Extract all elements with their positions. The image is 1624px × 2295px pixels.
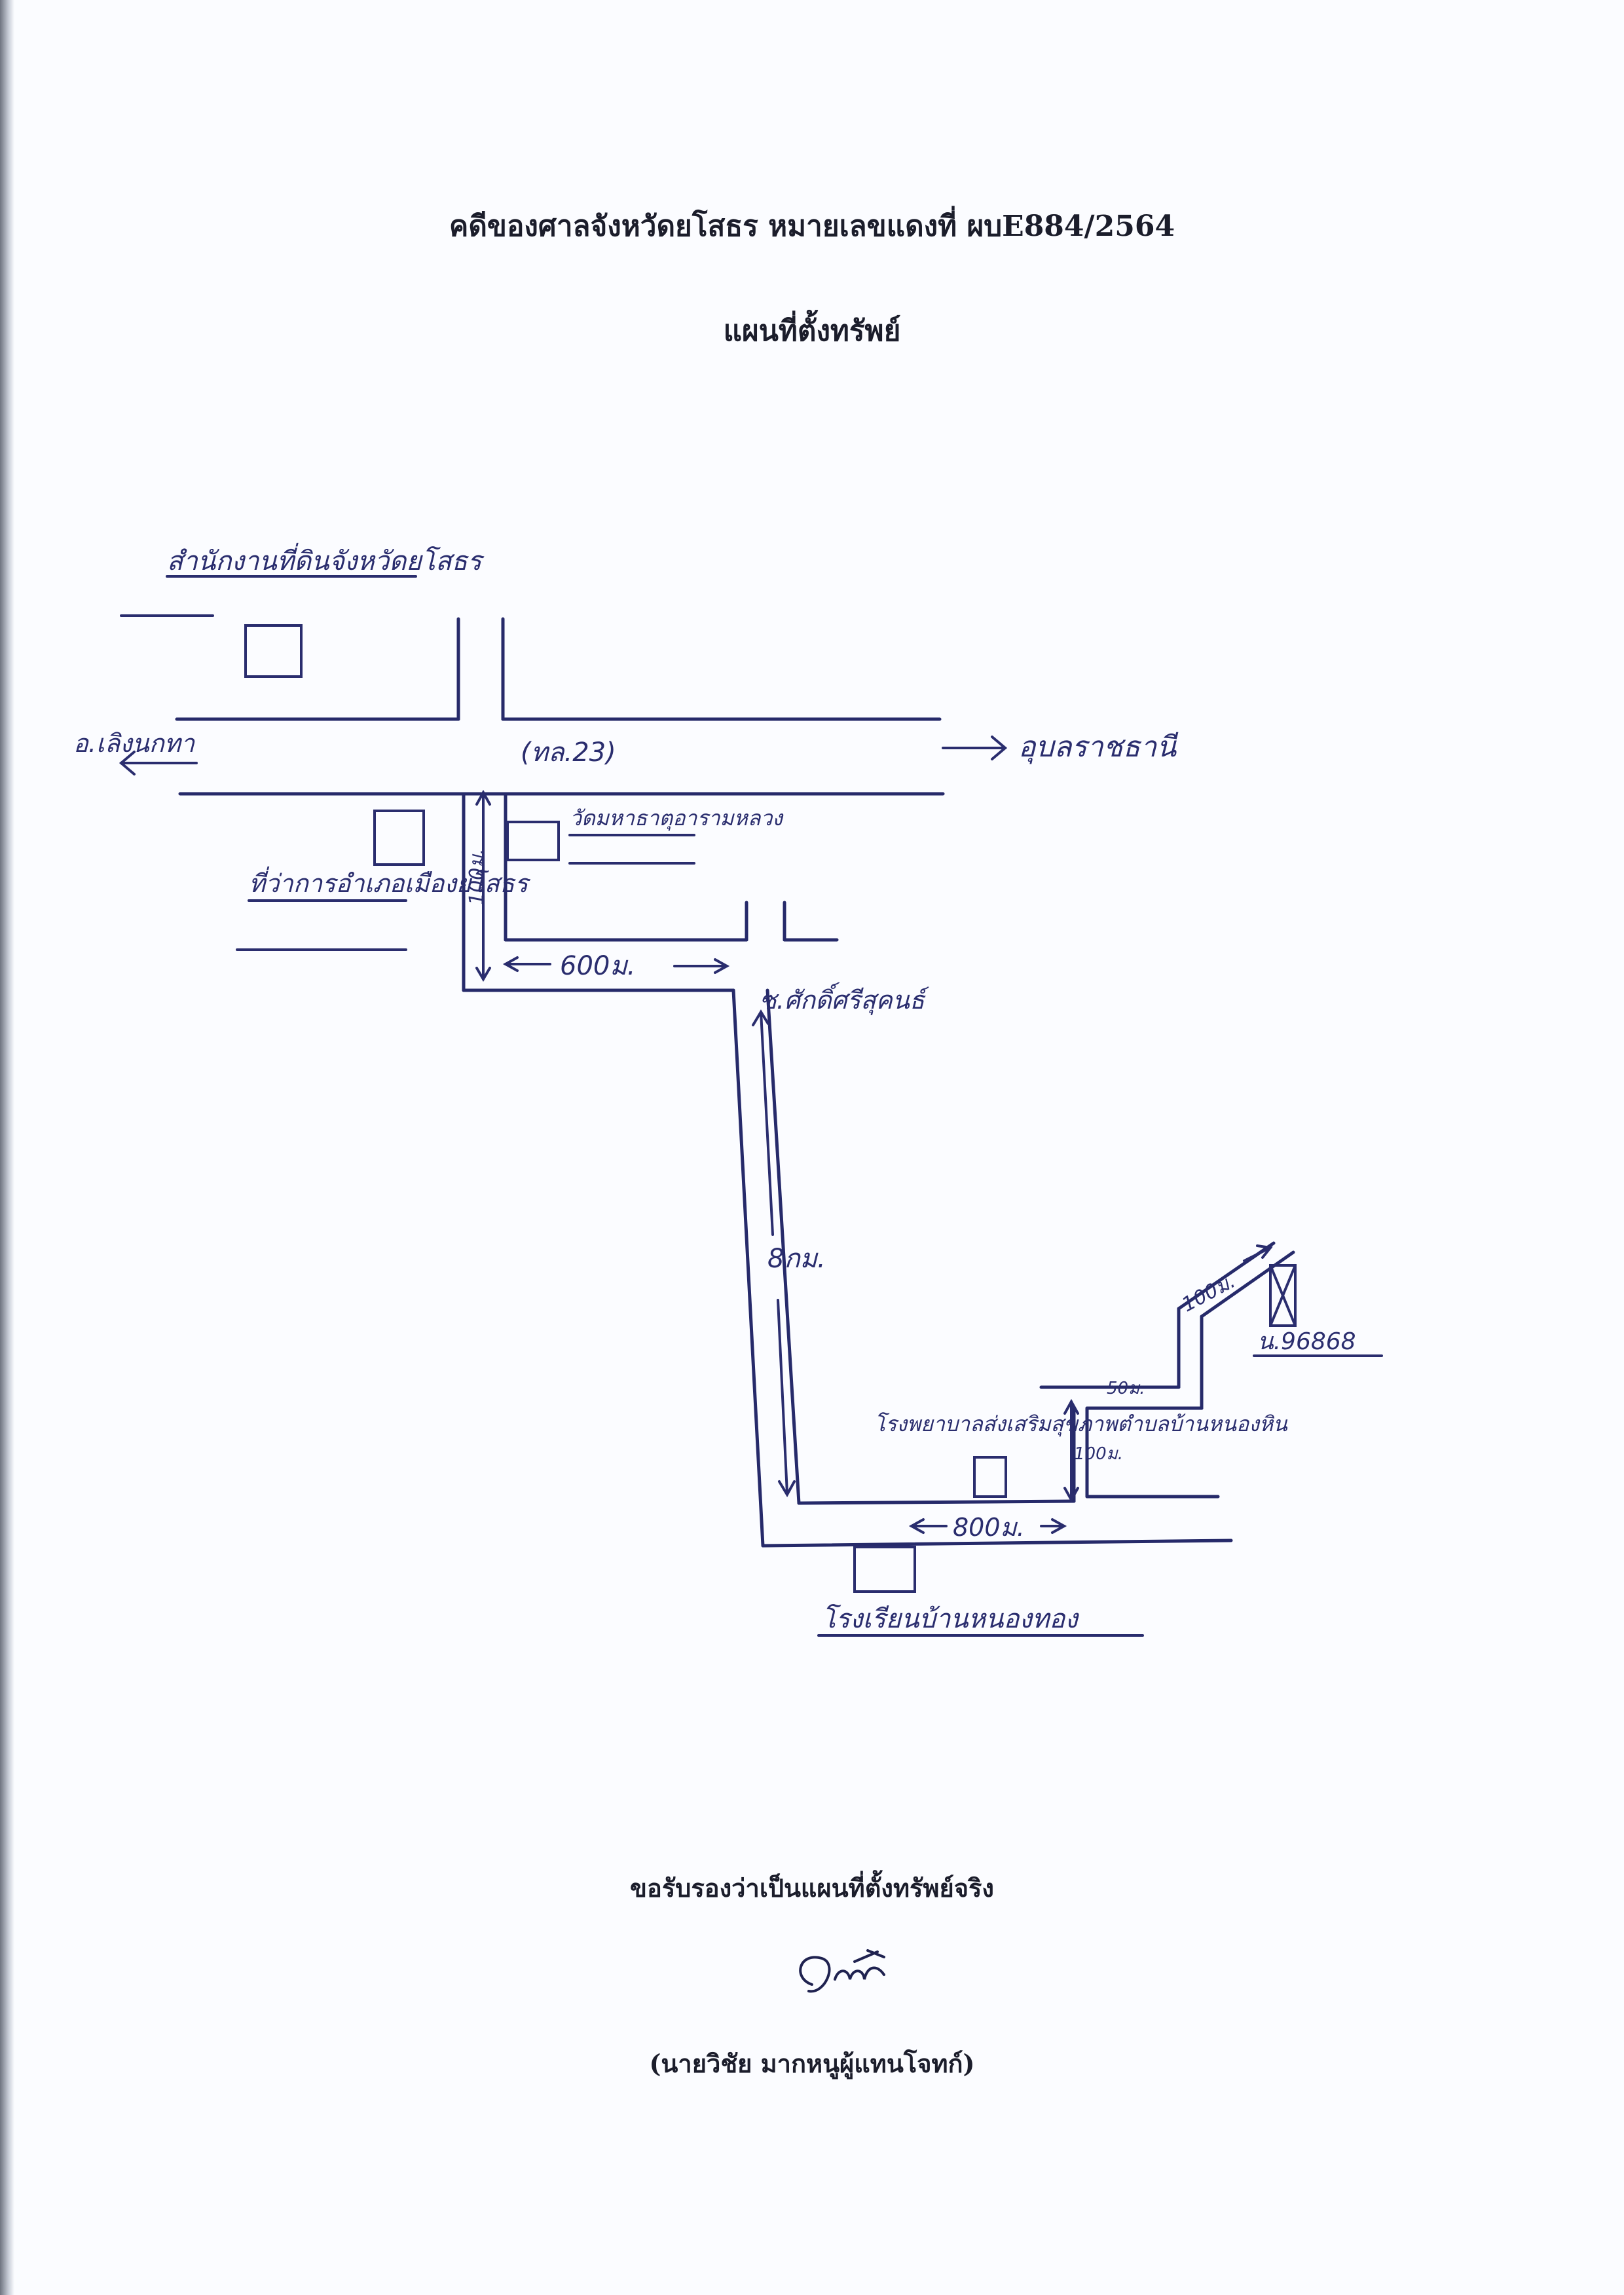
dim-100m-left-head-bottom [475,967,491,982]
map-title: แผนที่ตั้งทรัพย์ [723,314,901,348]
bottom-road-lower [761,1539,1233,1548]
school-building [853,1546,916,1593]
certification-text: ขอรับรองว่าเป็นแผนที่ตั้งทรัพย์จริง [630,1873,994,1903]
scan-edge [0,0,14,2295]
dim-100m-diag-head [1256,1244,1273,1259]
land-office-label: สำนักงานที่ดินจังหวัดยโสธร [167,542,485,576]
soi-road-right [766,988,801,1505]
temple-label: วัดมหาธาตุอารามหลวง [570,806,784,831]
dim-8km-head-top [752,1009,769,1026]
dim-100m-up-head-bottom [1063,1487,1079,1503]
property-marker [1269,1264,1297,1327]
dist-800m-label: 800ม. [953,1513,1025,1542]
dim-8km-top [760,1011,774,1236]
dist-100m-up-label: 100ม. [1074,1444,1123,1464]
land-office-building [244,624,303,678]
district-office-building [373,810,425,866]
to-west-label: อ.เลิงนกทา [73,729,196,758]
signature-mark [799,1949,885,1993]
dim-100m-diag [1243,1246,1272,1262]
district-office-label: ที่ว่าการอำเภอเมืองยโสธร [249,866,531,898]
dim-8km-head-bottom [778,1480,796,1498]
case-title: คดีของศาลจังหวัดยโสธร หมายเลขแดงที่ ผบE8… [449,210,1175,243]
dist-600m-label: 600ม. [560,951,635,981]
dim-100m-up-head-top [1063,1398,1079,1415]
temple-building [506,821,560,861]
dim-100m-left-head-top [475,789,491,806]
dim-800m-head-left [908,1518,925,1534]
dist-8km-label: 8กม. [767,1244,826,1274]
branch-diag-right [1200,1250,1295,1318]
deed-label: น.96868 [1257,1328,1356,1355]
signer-name: (นายวิชัย มากหนูผู้แทนโจทก์) [649,2049,975,2078]
highway-label: (ทล.23) [521,737,616,768]
dist-50m-label: 50ม. [1107,1379,1145,1398]
hospital-label: โรงพยาบาลส่งเสริมสุขภาพตำบลบ้านหนองหิน [874,1411,1288,1437]
school-label: โรงเรียนบ้านหนองทอง [822,1603,1079,1634]
soi-label: ซ.ศักดิ์ศรีสุคนธ์ [760,982,930,1015]
to-east-label: อุบลราชธานี [1018,730,1179,764]
hospital-building [973,1456,1007,1498]
arrow-east-head [991,736,1008,760]
dim-8km-bottom [777,1299,788,1495]
arrow-west-head [119,751,136,775]
dim-600m-head-right [714,958,730,974]
soi-road-left [731,988,765,1548]
dim-800m-head-right [1051,1518,1067,1534]
property-cross-2 [1269,1264,1297,1327]
dist-100m-left-label: 100ม. [466,848,489,905]
bottom-road-upper-1 [797,1499,1076,1505]
